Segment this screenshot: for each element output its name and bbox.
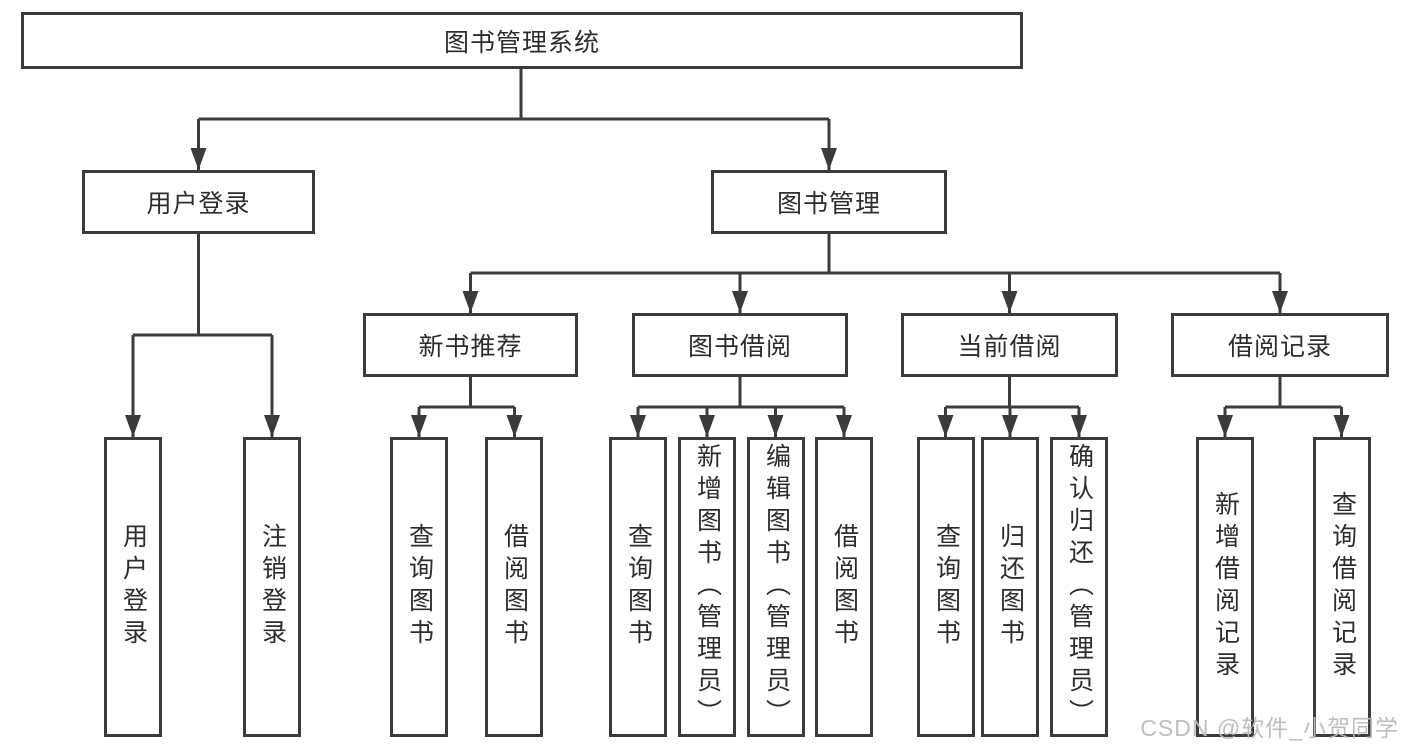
connector-root-to-level2 <box>197 69 831 170</box>
leaf-confirm-return-admin: 确认归还（管理员） <box>1050 437 1108 737</box>
leaf-edit-book-admin-label: 编辑图书（管理员） <box>762 443 791 731</box>
connector-book-borrow-to-leaves <box>636 377 846 437</box>
connector-user-login-to-leaves <box>131 234 274 437</box>
leaf-add-book-admin-label: 新增图书（管理员） <box>693 443 722 731</box>
node-new-book-recommend: 新书推荐 <box>363 313 578 377</box>
leaf-add-book-admin: 新增图书（管理员） <box>678 437 736 737</box>
node-user-login: 用户登录 <box>82 170 315 234</box>
arrowheads <box>125 148 1350 437</box>
node-current-borrowing: 当前借阅 <box>901 313 1118 377</box>
leaf-query-borrow-record: 查询借阅记录 <box>1313 437 1371 737</box>
leaf-borrow-books-recommend-label: 借阅图书 <box>500 523 529 651</box>
leaf-query-books-borrow: 查询图书 <box>609 437 667 737</box>
node-book-management: 图书管理 <box>711 170 947 234</box>
node-library-system: 图书管理系统 <box>21 12 1023 69</box>
watermark: CSDN @软件_小贺同学 <box>1140 715 1399 741</box>
leaf-borrow-books: 借阅图书 <box>815 437 873 737</box>
connector-new-book-rec-to-leaves <box>417 377 516 437</box>
node-borrowing-records: 借阅记录 <box>1171 313 1389 377</box>
leaf-return-books-label: 归还图书 <box>996 523 1025 651</box>
leaf-user-login-label: 用户登录 <box>119 523 148 651</box>
connector-borrow-records-to-leaves <box>1223 377 1343 437</box>
leaf-query-books-recommend: 查询图书 <box>390 437 448 737</box>
leaf-query-books-borrow-label: 查询图书 <box>624 523 653 651</box>
leaf-logout: 注销登录 <box>243 437 301 737</box>
leaf-logout-label: 注销登录 <box>258 523 287 651</box>
leaf-confirm-return-admin-label: 确认归还（管理员） <box>1065 443 1094 731</box>
leaf-return-books: 归还图书 <box>981 437 1039 737</box>
leaf-edit-book-admin: 编辑图书（管理员） <box>747 437 805 737</box>
leaf-user-login: 用户登录 <box>104 437 162 737</box>
leaf-query-books-current-label: 查询图书 <box>932 523 961 651</box>
leaf-add-borrow-record-label: 新增借阅记录 <box>1211 491 1240 683</box>
connector-book-management-to-level3 <box>469 234 1282 313</box>
leaf-query-borrow-record-label: 查询借阅记录 <box>1328 491 1357 683</box>
leaf-borrow-books-label: 借阅图书 <box>830 523 859 651</box>
leaf-add-borrow-record: 新增借阅记录 <box>1196 437 1254 737</box>
leaf-query-books-current: 查询图书 <box>917 437 975 737</box>
leaf-query-books-recommend-label: 查询图书 <box>405 523 434 651</box>
leaf-borrow-books-recommend: 借阅图书 <box>485 437 543 737</box>
node-book-borrowing: 图书借阅 <box>632 313 848 377</box>
